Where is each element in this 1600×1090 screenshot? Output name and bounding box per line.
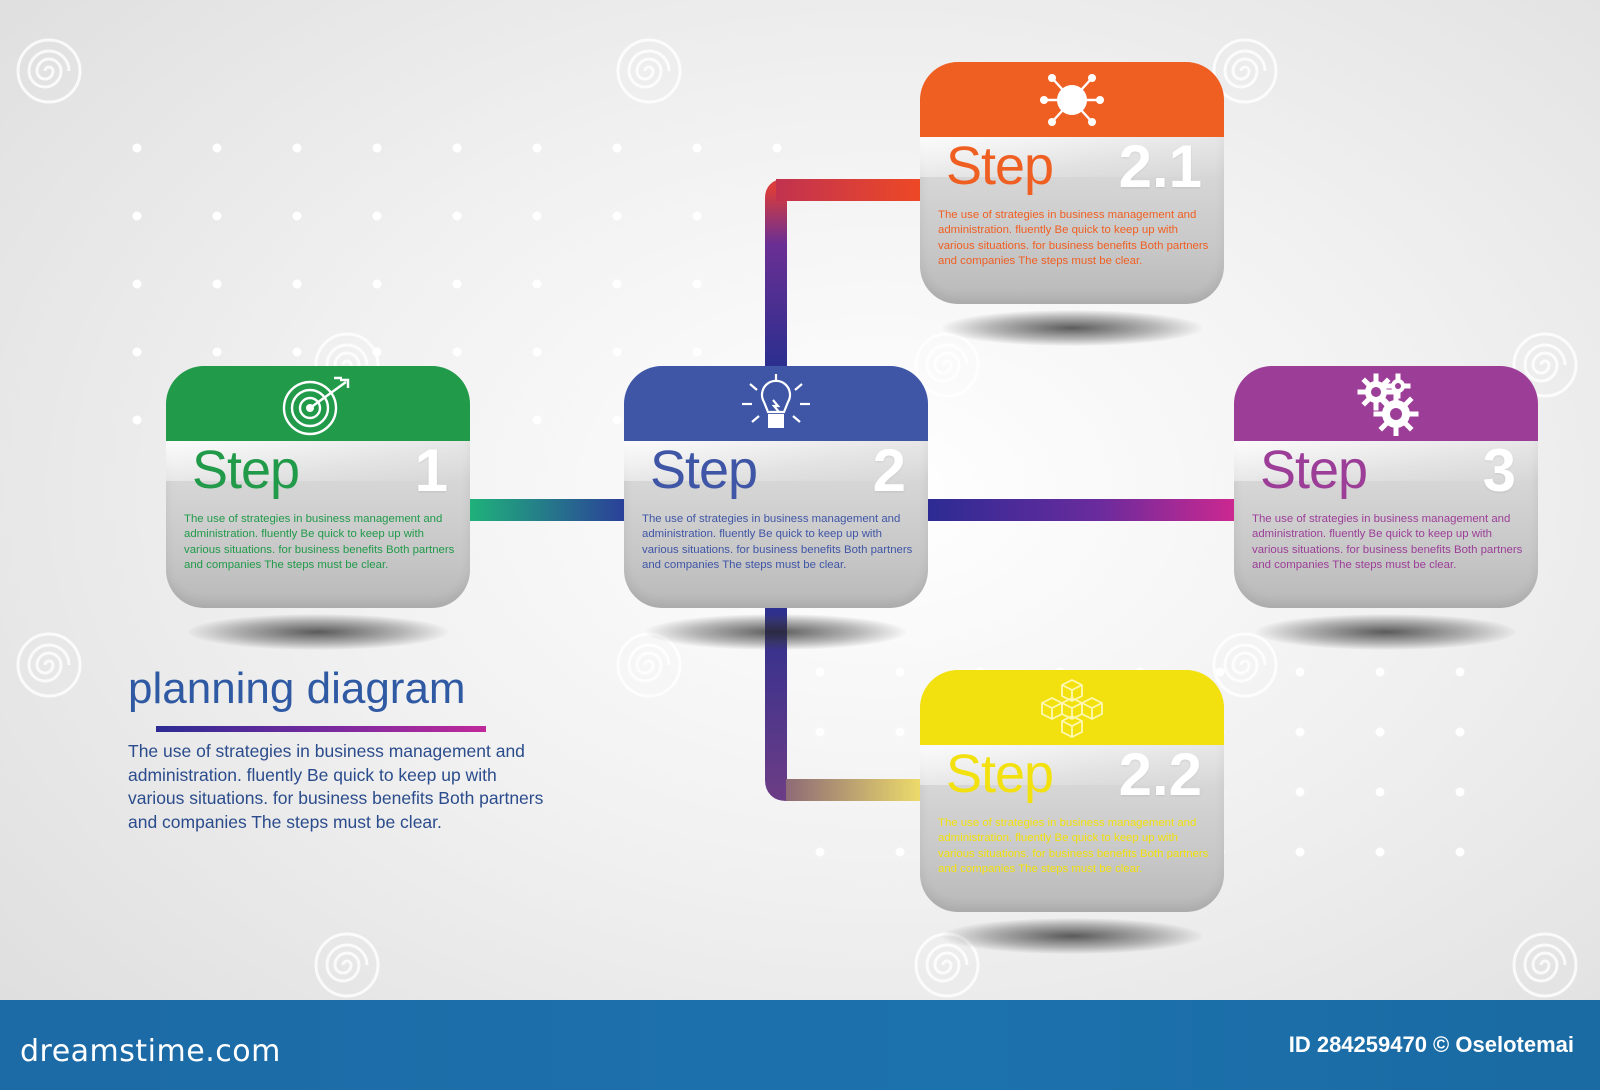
- watermark-swirl-icon: [1210, 630, 1280, 700]
- card-body: Step 1 The use of strategies in business…: [166, 366, 470, 608]
- step-number: 3: [1482, 437, 1516, 504]
- card-shadow: [942, 310, 1202, 346]
- card-body: Step 3 The use of strategies in business…: [1234, 366, 1538, 608]
- dreamstime-logo: dreamstime.com: [20, 1034, 281, 1069]
- step-description: The use of strategies in business manage…: [938, 817, 1209, 876]
- diagram-title: planning diagram: [128, 664, 466, 713]
- watermark-footer-bar: dreamstime.com ID 284259470 © Oselotemai: [0, 1000, 1600, 1090]
- step-description: The use of strategies in business manage…: [1252, 513, 1523, 572]
- step-label: Step: [650, 440, 758, 500]
- step-description: The use of strategies in business manage…: [642, 513, 913, 572]
- connector-step1-step2: [468, 499, 628, 521]
- gears-icon: [1357, 373, 1419, 436]
- step-2-1-card: Step 2.1 The use of strategies in busine…: [920, 62, 1224, 346]
- connector-step2-step2-2: [765, 600, 930, 801]
- step-label: Step: [192, 440, 300, 500]
- step-label: Step: [1260, 440, 1368, 500]
- watermark-swirl-icon: [614, 36, 684, 106]
- watermark-swirl-icon: [1510, 330, 1580, 400]
- step-3-card: Step 3 The use of strategies in business…: [1234, 366, 1538, 650]
- step-1-card: Step 1 The use of strategies in business…: [166, 366, 470, 650]
- connector-step2-step3: [926, 499, 1240, 521]
- step-2-card: Step 2 The use of strategies in business…: [624, 366, 928, 650]
- step-number: 2.1: [1118, 133, 1202, 200]
- step-label: Step: [946, 744, 1054, 804]
- card-body: Step 2 The use of strategies in business…: [624, 366, 928, 608]
- connector-step2-step2-1: [765, 179, 930, 368]
- lightbulb-icon: [742, 374, 810, 428]
- title-underline: [156, 726, 486, 732]
- image-id-credit: ID 284259470 © Oselotemai: [1288, 1032, 1574, 1057]
- target-icon: [282, 376, 350, 436]
- network-icon: [1040, 74, 1104, 126]
- step-label: Step: [946, 136, 1054, 196]
- step-description: The use of strategies in business manage…: [184, 513, 455, 572]
- card-shadow: [188, 614, 448, 650]
- watermark-swirl-icon: [1510, 930, 1580, 1000]
- step-number: 2: [872, 437, 906, 504]
- diagram-canvas: Step 1 The use of strategies in business…: [14, 36, 1580, 1000]
- card-shadow: [1256, 614, 1516, 650]
- card-body: Step 2.1 The use of strategies in busine…: [920, 62, 1224, 304]
- step-2-2-card: Step 2.2 The use of strategies in busine…: [920, 670, 1224, 954]
- diagram-description: The use of strategies in business manage…: [128, 741, 544, 832]
- watermark-swirl-icon: [312, 930, 382, 1000]
- watermark-swirl-icon: [14, 630, 84, 700]
- watermark-swirl-icon: [912, 330, 982, 400]
- connector-lines: [468, 179, 1240, 801]
- step-number: 1: [414, 437, 448, 504]
- watermark-swirl-icon: [14, 36, 84, 106]
- cubes-icon: [1041, 678, 1103, 739]
- card-shadow: [646, 614, 906, 650]
- step-description: The use of strategies in business manage…: [938, 209, 1209, 268]
- card-body: Step 2.2 The use of strategies in busine…: [920, 670, 1224, 912]
- card-shadow: [942, 918, 1202, 954]
- step-number: 2.2: [1118, 741, 1202, 808]
